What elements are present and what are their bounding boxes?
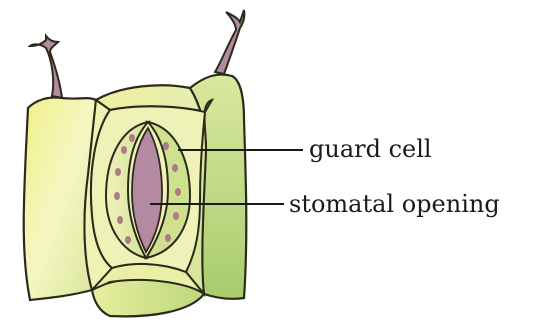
label-stomatal-opening: stomatal opening [289, 192, 500, 216]
label-guard-cell: guard cell [309, 137, 432, 161]
trichome-right [215, 10, 244, 74]
trichome-left [30, 36, 62, 98]
